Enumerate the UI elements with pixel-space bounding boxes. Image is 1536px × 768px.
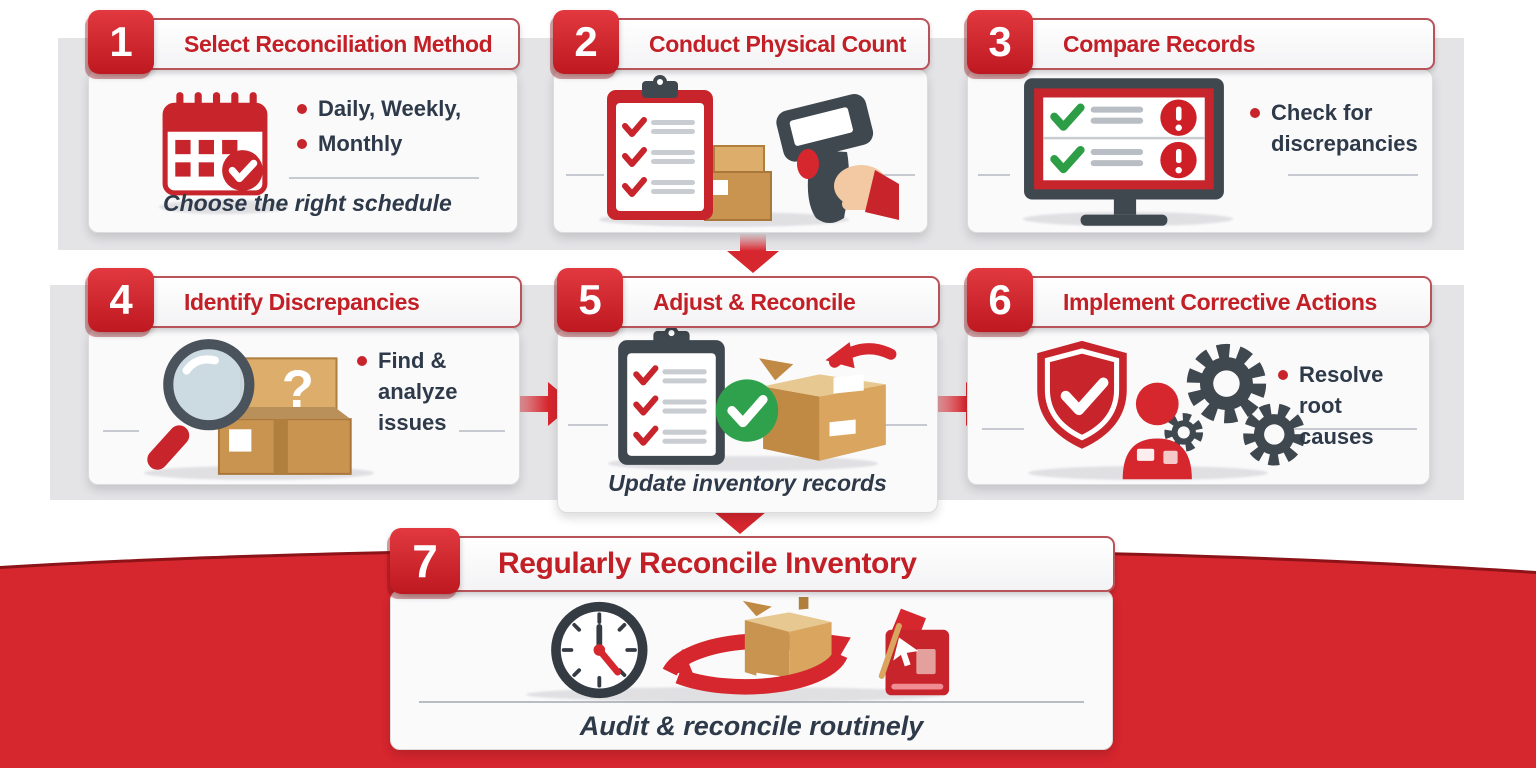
decorative-line xyxy=(877,174,915,176)
bullet-list: Find & analyze issues xyxy=(357,346,477,438)
step-title: Regularly Reconcile Inventory xyxy=(498,547,917,580)
bullet-item: Find & analyze issues xyxy=(357,346,477,438)
step-caption: Choose the right schedule xyxy=(163,190,452,216)
bullet-item: Daily, Weekly, xyxy=(297,94,461,125)
clock-icon xyxy=(551,601,648,699)
bullet-item: Resolve root causes xyxy=(1278,360,1418,452)
step-number-badge: 1 xyxy=(88,10,154,74)
icon-shadow xyxy=(159,200,289,214)
step-body: Check for discrepancies xyxy=(967,69,1433,233)
bullet-list: Check for discrepancies xyxy=(1250,98,1420,160)
decorative-line xyxy=(566,174,604,176)
bullet-dot-icon xyxy=(357,356,367,366)
step-caption: Update inventory records xyxy=(608,470,887,496)
corrective-icon-cluster xyxy=(1037,340,1306,480)
checklist-clipboard-icon xyxy=(618,328,725,465)
decorative-line xyxy=(982,428,1024,430)
check-icon xyxy=(1050,103,1085,174)
step-title: Conduct Physical Count xyxy=(649,30,906,57)
step-title: Identify Discrepancies xyxy=(184,288,420,315)
step-body: Audit & reconcile routinely xyxy=(390,590,1113,750)
bullet-dot-icon xyxy=(1250,108,1260,118)
alert-icon xyxy=(1160,99,1197,179)
step-number-badge: 2 xyxy=(553,10,619,74)
barcode-scanner-icon xyxy=(776,93,874,223)
bullet-text: Resolve root causes xyxy=(1299,362,1384,449)
step-title: Compare Records xyxy=(1063,30,1256,57)
step-body: Daily, Weekly, Monthly Choose the right … xyxy=(88,69,518,233)
person-icon xyxy=(1122,382,1192,480)
bullet-dot-icon xyxy=(297,104,307,114)
decorative-line xyxy=(885,424,927,426)
step-number-badge: 5 xyxy=(557,268,623,332)
decorative-line xyxy=(978,174,1010,176)
step-body: Resolve root causes xyxy=(967,327,1430,485)
routine-icon-cluster xyxy=(551,597,950,699)
boxes-icon xyxy=(217,406,352,475)
step-caption: Audit & reconcile routinely xyxy=(579,711,924,741)
hand-icon xyxy=(834,165,899,220)
step-title-bar: Compare Records xyxy=(977,18,1435,70)
bullet-item: Monthly xyxy=(297,129,461,160)
reconcile-icon-cluster xyxy=(618,328,897,465)
green-check-icon xyxy=(715,379,779,442)
magnifier-icon xyxy=(147,339,255,470)
step-title-bar: Identify Discrepancies xyxy=(98,276,522,328)
decorative-line xyxy=(1289,428,1417,430)
step-title: Select Reconciliation Method xyxy=(184,30,493,57)
bullet-list: Resolve root causes xyxy=(1278,360,1418,452)
step-number-badge: 3 xyxy=(967,10,1033,74)
bullet-text: Monthly xyxy=(318,130,403,156)
step-body: ? Find & analyze issues xyxy=(88,327,520,485)
step-body xyxy=(553,69,928,233)
decorative-line xyxy=(289,177,479,179)
decorative-line xyxy=(103,430,139,432)
step-title-bar: Select Reconciliation Method xyxy=(98,18,520,70)
step-title-bar: Conduct Physical Count xyxy=(563,18,930,70)
step-number-badge: 4 xyxy=(88,268,154,332)
monitor-icon xyxy=(1024,78,1224,226)
bullet-text: Check for discrepancies xyxy=(1271,100,1418,156)
step-title-bar: Implement Corrective Actions xyxy=(977,276,1432,328)
step-title: Adjust & Reconcile xyxy=(653,288,856,315)
curved-arrow-icon xyxy=(825,342,897,369)
shield-check-icon xyxy=(1037,340,1127,449)
bullet-list: Daily, Weekly, Monthly xyxy=(297,94,461,160)
flow-arrow-down-2-to-5-icon xyxy=(727,234,779,274)
bullet-dot-icon xyxy=(297,138,307,149)
step-title: Implement Corrective Actions xyxy=(1063,288,1377,315)
bullet-dot-icon xyxy=(1278,370,1288,380)
step-title-bar: Adjust & Reconcile xyxy=(567,276,940,328)
decorative-line xyxy=(1288,174,1418,176)
bullet-text: Find & analyze issues xyxy=(378,348,458,435)
discrepancy-icon-cluster: ? xyxy=(147,339,352,475)
red-document-icon xyxy=(878,608,950,696)
step-number-badge: 6 xyxy=(967,268,1033,332)
decorative-line xyxy=(459,430,505,432)
step-title-bar: Regularly Reconcile Inventory xyxy=(400,536,1115,592)
calendar-icon xyxy=(162,92,268,196)
bullet-text: Daily, Weekly, xyxy=(318,96,462,121)
step-body: Update inventory records xyxy=(557,327,938,513)
boxes-icon xyxy=(704,145,772,221)
bullet-item: Check for discrepancies xyxy=(1250,98,1420,160)
decorative-line xyxy=(568,424,608,426)
checklist-clipboard-icon xyxy=(607,75,713,220)
step-number-badge: 7 xyxy=(390,528,460,594)
count-icon-cluster xyxy=(607,75,899,223)
